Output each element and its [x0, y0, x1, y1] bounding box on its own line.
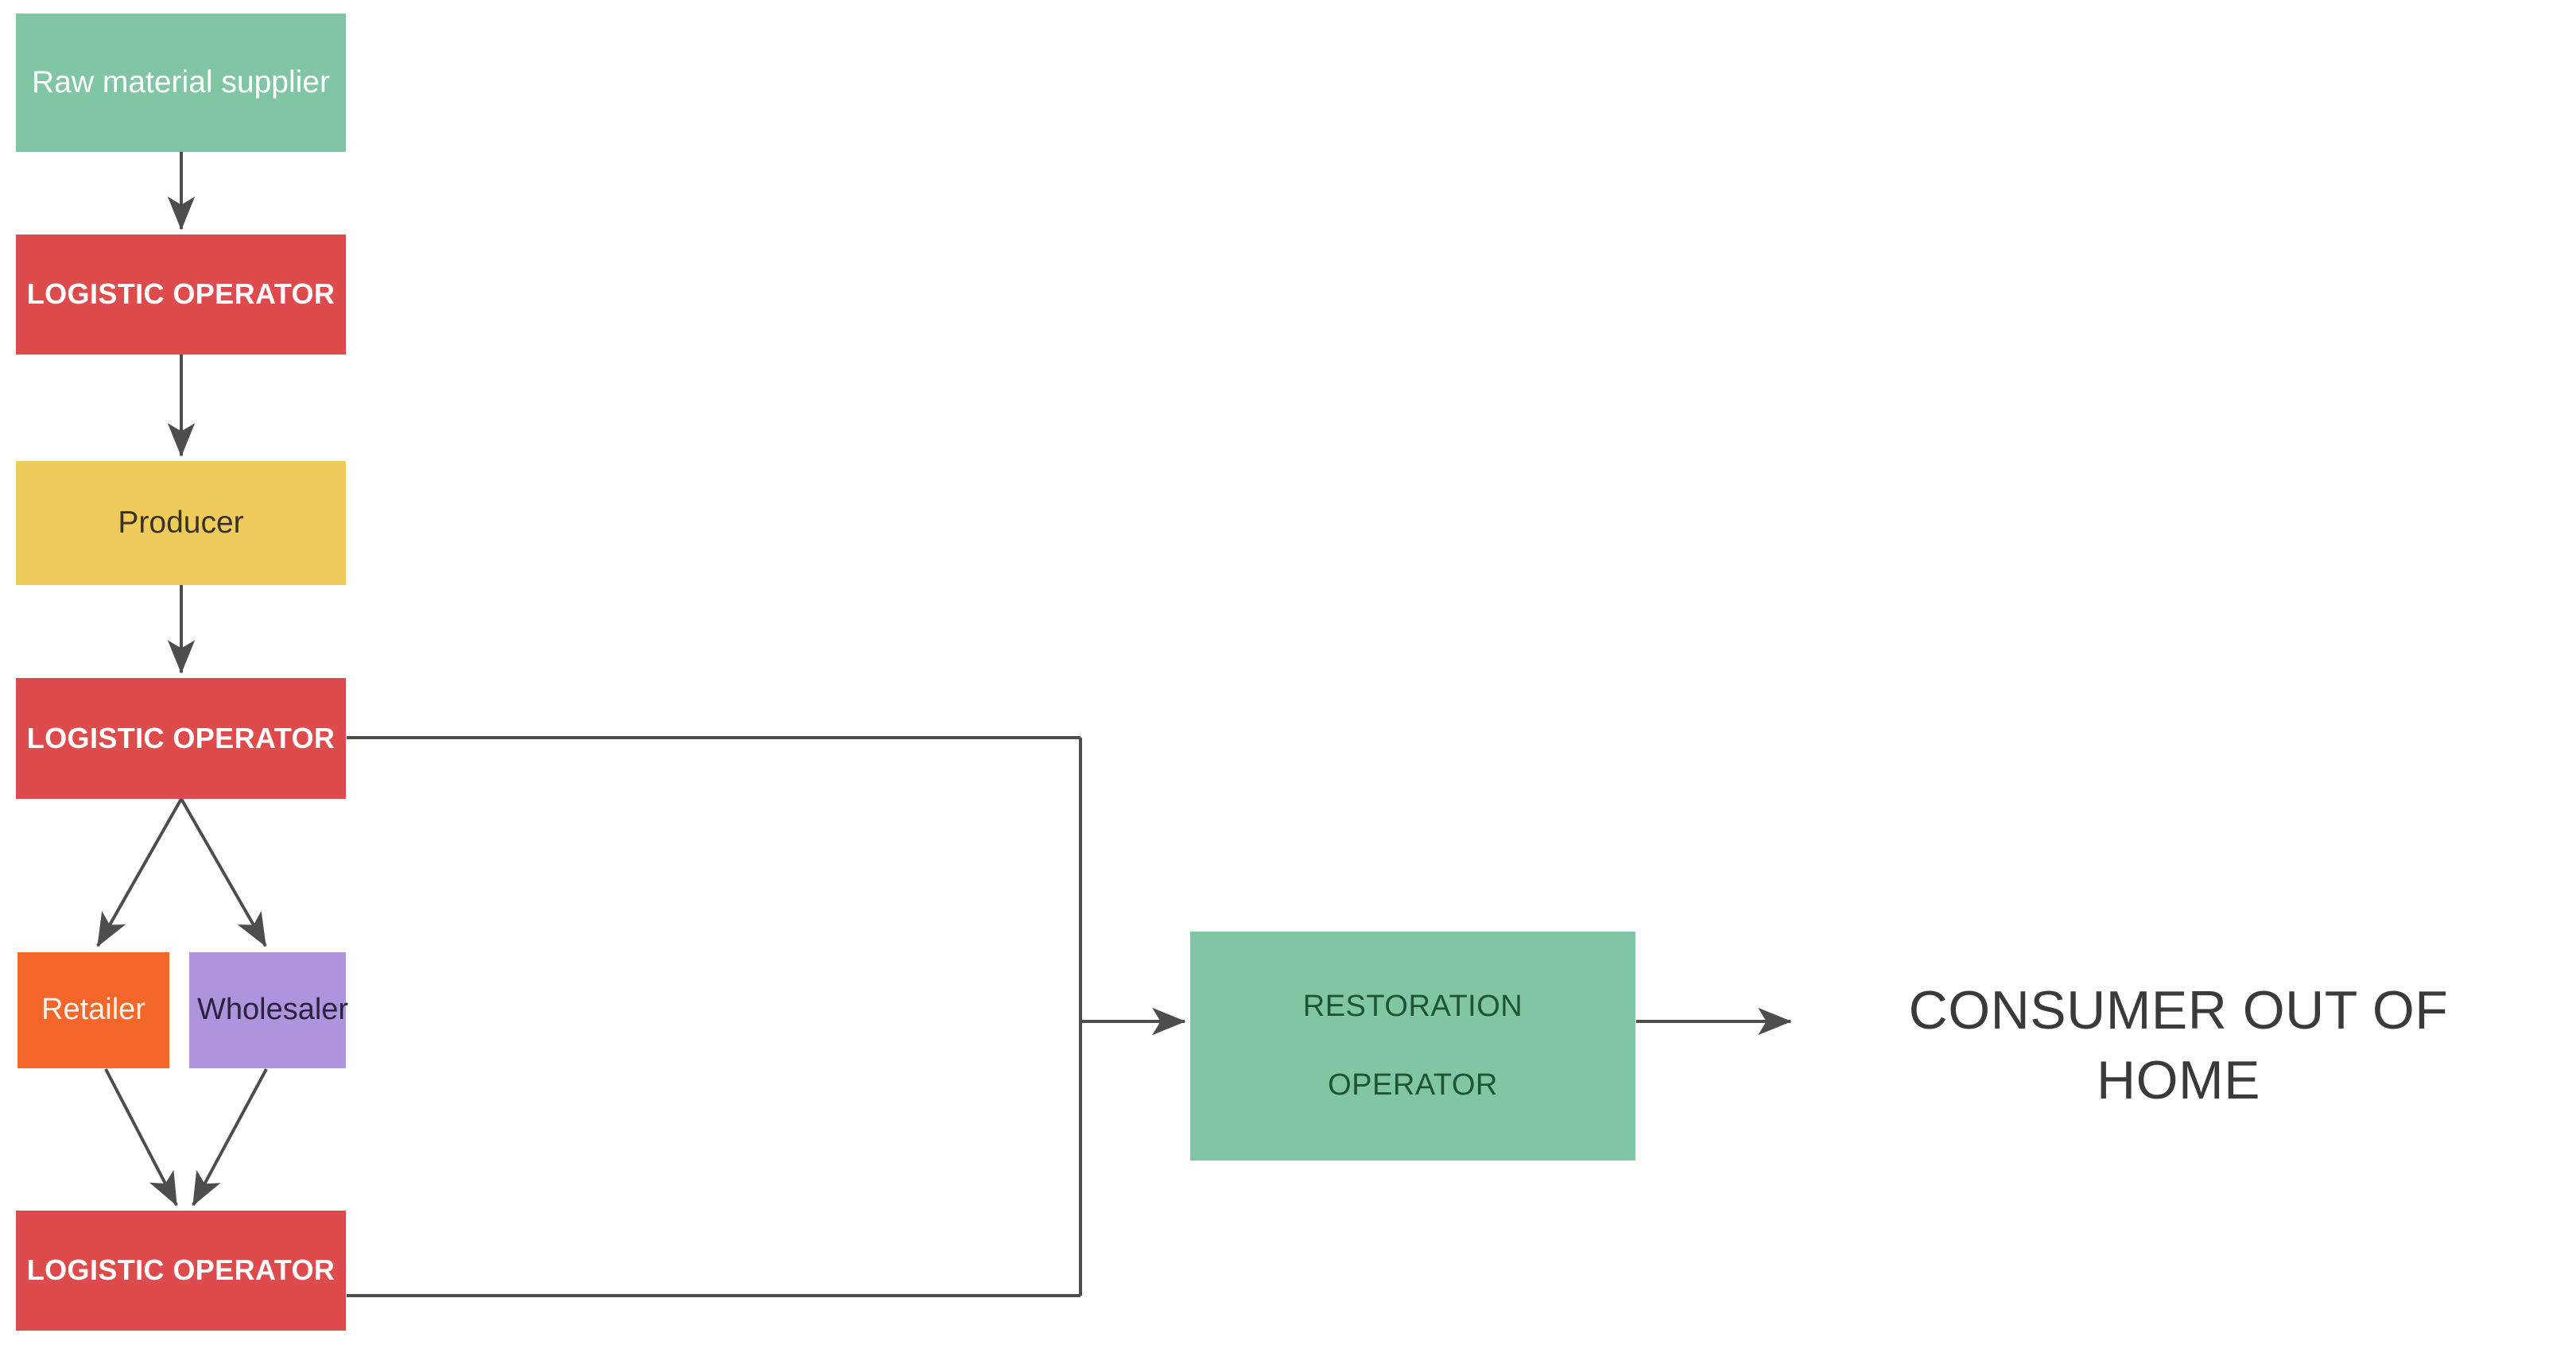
node-label: LOGISTIC OPERATOR — [26, 721, 336, 754]
node-label-line-1: CONSUMER OUT OF — [1908, 979, 2449, 1040]
node-label-line-2: HOME — [2097, 1050, 2260, 1110]
node-label-line-1: RESTORATION — [1302, 989, 1523, 1023]
node-label: LOGISTIC OPERATOR — [26, 277, 336, 311]
edge-logistic-operators-to-restoration-operator — [347, 736, 1186, 1297]
node-label: LOGISTIC OPERATOR — [26, 1254, 336, 1287]
node-label: Raw material supplier — [32, 64, 330, 99]
edge-wholesaler-to-logistic-operator-3 — [192, 1068, 268, 1207]
node-logistic-operator-1[interactable]: LOGISTIC OPERATOR — [16, 234, 346, 355]
node-logistic-operator-2[interactable]: LOGISTIC OPERATOR — [16, 678, 346, 799]
node-logistic-operator-3[interactable]: LOGISTIC OPERATOR — [16, 1211, 346, 1331]
node-consumer-out-of-home: CONSUMER OUT OF HOME — [1821, 906, 2536, 1184]
node-label: Wholesaler — [197, 993, 349, 1027]
node-wholesaler[interactable]: Wholesaler — [189, 952, 349, 1068]
node-producer[interactable]: Producer — [16, 461, 346, 585]
node-label: Producer — [118, 505, 244, 540]
node-raw-material-supplier[interactable]: Raw material supplier — [16, 14, 346, 152]
edge-logistic-operator-2-to-retailer — [96, 798, 183, 947]
edge-retailer-to-logistic-operator-3 — [104, 1068, 178, 1207]
node-label: RESTORATION OPERATOR — [1198, 987, 1627, 1105]
node-restoration-operator[interactable]: RESTORATION OPERATOR — [1190, 932, 1635, 1161]
node-label: Retailer — [41, 993, 145, 1027]
node-label: CONSUMER OUT OF HOME — [1829, 975, 2528, 1116]
node-label-line-2: OPERATOR — [1328, 1068, 1498, 1102]
node-retailer[interactable]: Retailer — [17, 952, 169, 1068]
edge-logistic-operator-2-to-wholesaler — [180, 798, 267, 947]
